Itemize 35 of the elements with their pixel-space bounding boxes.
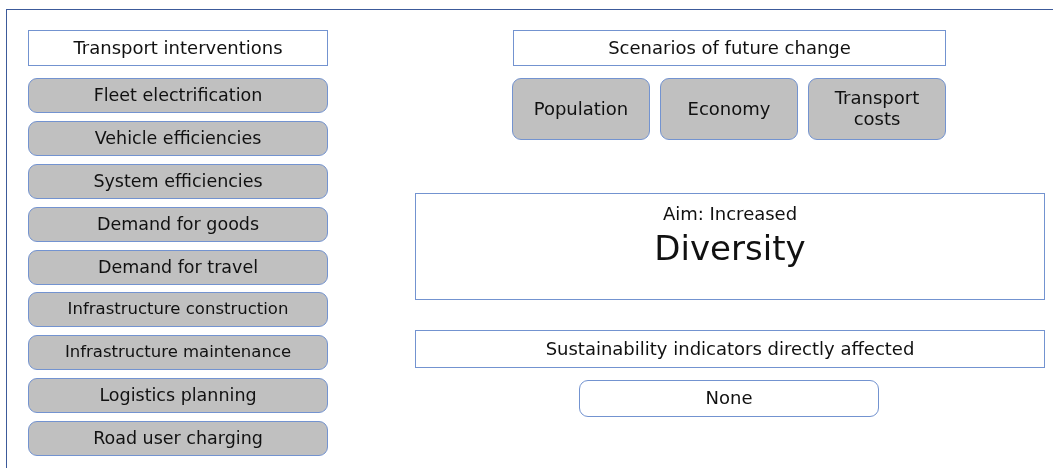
category-box: [28, 421, 328, 456]
aim-box: [415, 193, 1045, 300]
category-box: [808, 78, 946, 140]
result-box: [579, 380, 879, 417]
box-label: None: [705, 388, 753, 409]
heading-box: [415, 330, 1045, 368]
category-box: [660, 78, 798, 140]
category-box: [28, 250, 328, 285]
box-label: Demand for goods: [96, 214, 260, 235]
box-label: Transport interventions: [73, 37, 283, 59]
box-label: Sustainability indicators directly affected: [545, 338, 915, 360]
box-label: Vehicle efficiencies: [94, 128, 262, 149]
category-box: [28, 121, 328, 156]
box-label: Infrastructure maintenance: [64, 343, 292, 362]
category-box: [28, 207, 328, 242]
box-label: Fleet electrification: [93, 85, 263, 106]
category-box: [28, 164, 328, 199]
box-label: Population: [533, 98, 629, 120]
box-label: Transport costs: [833, 88, 921, 130]
box-label: Economy: [687, 98, 771, 120]
aim-title: Diversity: [654, 228, 806, 268]
category-box: [512, 78, 650, 140]
heading-box: [513, 30, 946, 66]
category-box: [28, 292, 328, 327]
box-label: Aim: Increased: [662, 204, 798, 225]
box-label: Infrastructure construction: [67, 300, 289, 319]
category-box: [28, 335, 328, 370]
category-box: [28, 378, 328, 413]
box-label: Demand for travel: [97, 257, 259, 278]
box-label: Scenarios of future change: [608, 37, 851, 59]
box-label: Logistics planning: [99, 385, 257, 406]
box-label: System efficiencies: [93, 171, 263, 192]
heading-box: [28, 30, 328, 66]
box-label: Road user charging: [93, 428, 263, 449]
category-box: [28, 78, 328, 113]
